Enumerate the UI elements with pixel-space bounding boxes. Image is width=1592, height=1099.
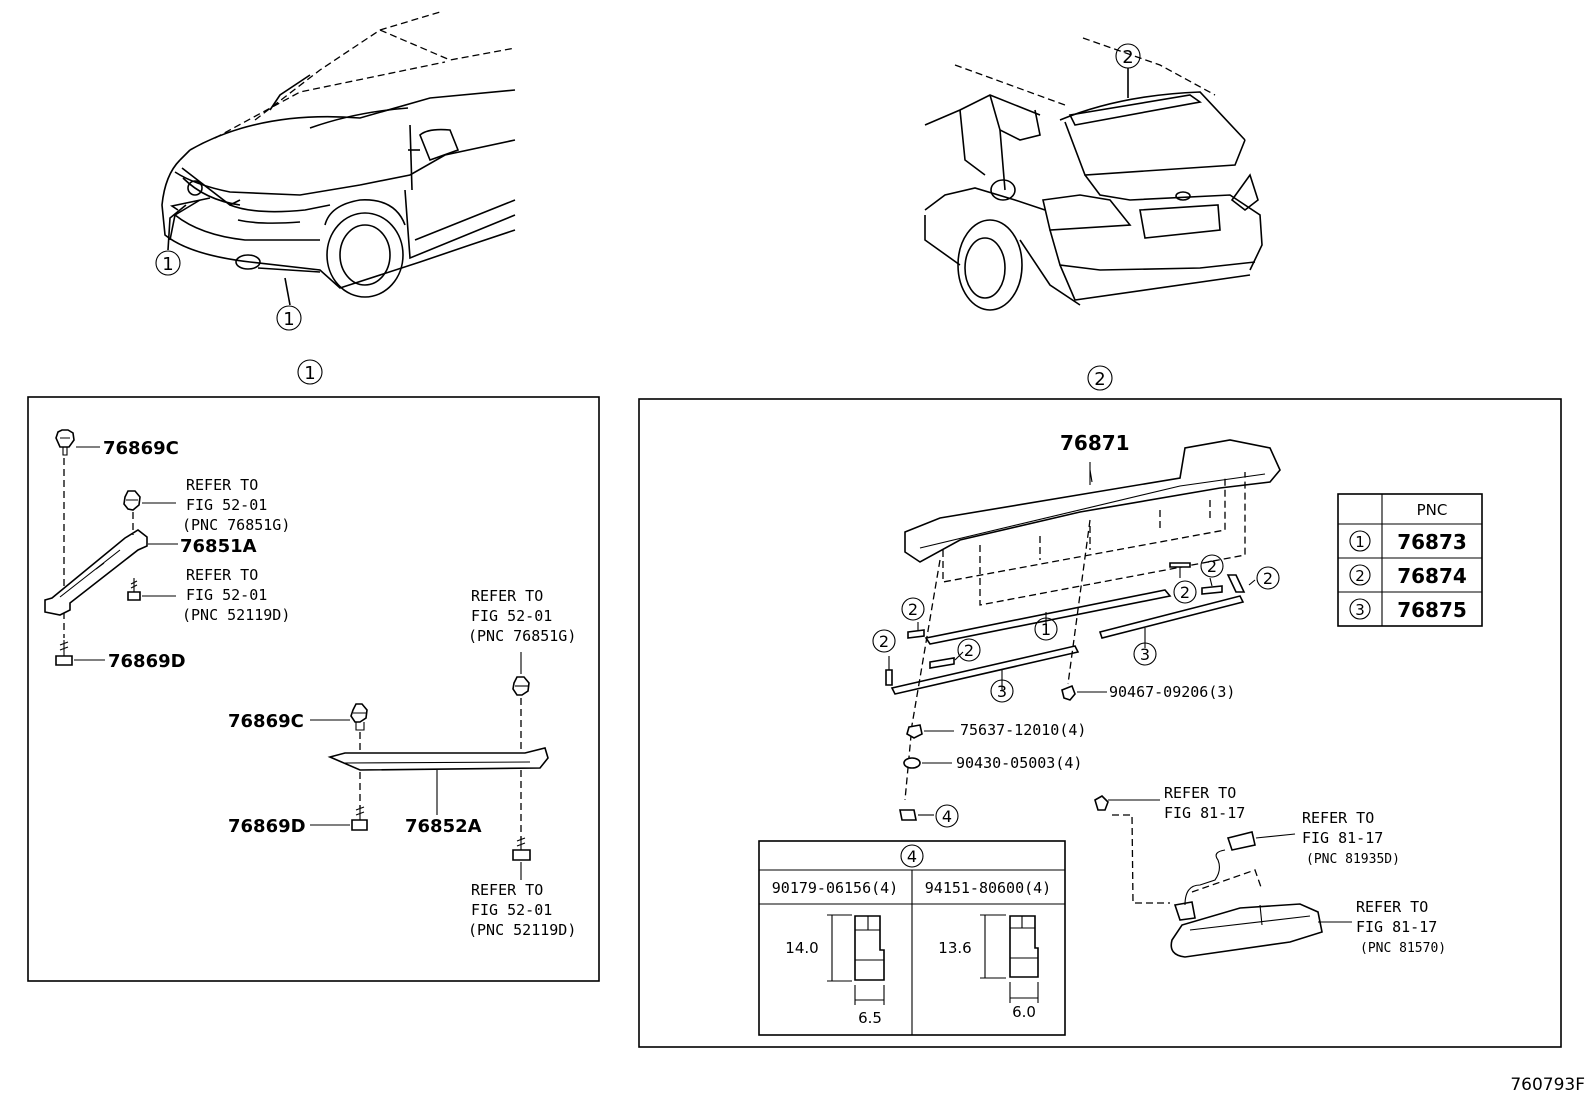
svg-text:1: 1 — [304, 363, 315, 384]
svg-text:FIG 52-01: FIG 52-01 — [186, 496, 267, 514]
svg-text:14.0: 14.0 — [785, 939, 818, 957]
svg-text:13.6: 13.6 — [938, 939, 971, 957]
box1-title: 1 — [297, 359, 323, 385]
svg-text:90179-06156(4): 90179-06156(4) — [772, 879, 898, 897]
svg-text:2: 2 — [1180, 583, 1190, 602]
svg-text:76874: 76874 — [1397, 564, 1467, 588]
label-76869D-mid: 76869D — [228, 816, 306, 837]
svg-text:1: 1 — [1041, 620, 1051, 639]
label-90467: 90467-09206(3) — [1109, 683, 1235, 701]
svg-text:3: 3 — [1140, 645, 1150, 664]
svg-text:76875: 76875 — [1397, 598, 1467, 622]
svg-text:94151-80600(4): 94151-80600(4) — [925, 879, 1051, 897]
svg-text:REFER TO: REFER TO — [1356, 898, 1428, 916]
svg-text:4: 4 — [907, 847, 917, 866]
svg-text:REFER TO: REFER TO — [1164, 784, 1236, 802]
svg-text:1: 1 — [162, 254, 173, 275]
svg-text:6.0: 6.0 — [1012, 1003, 1036, 1021]
svg-text:(PNC 52119D): (PNC 52119D) — [182, 606, 290, 624]
svg-text:(PNC 52119D): (PNC 52119D) — [468, 921, 576, 939]
box1-labels: 76869C REFER TO FIG 52-01 (PNC 76851G) 7… — [103, 438, 576, 939]
svg-text:FIG 81-17: FIG 81-17 — [1356, 918, 1437, 936]
svg-text:6.5: 6.5 — [858, 1009, 882, 1027]
svg-text:REFER TO: REFER TO — [1302, 809, 1374, 827]
svg-text:2: 2 — [879, 632, 889, 651]
label-76869C-top: 76869C — [103, 438, 179, 459]
svg-text:PNC: PNC — [1417, 501, 1448, 519]
svg-text:REFER TO: REFER TO — [186, 476, 258, 494]
svg-text:4: 4 — [942, 807, 952, 826]
svg-text:REFER TO: REFER TO — [471, 587, 543, 605]
svg-text:FIG 81-17: FIG 81-17 — [1164, 804, 1245, 822]
svg-text:REFER TO: REFER TO — [471, 881, 543, 899]
svg-text:2: 2 — [1122, 47, 1133, 68]
svg-text:3: 3 — [1355, 601, 1365, 619]
svg-text:76873: 76873 — [1397, 530, 1467, 554]
svg-text:(PNC 76851G): (PNC 76851G) — [468, 627, 576, 645]
callout-1-right: 1 — [276, 305, 302, 331]
label-76871: 76871 — [1060, 431, 1130, 455]
svg-text:FIG 52-01: FIG 52-01 — [471, 607, 552, 625]
box2-labels: 76871 90467-09206(3) 75637-12010(4) 9043… — [956, 431, 1446, 956]
box1-drawings — [44, 429, 549, 880]
svg-text:FIG 81-17: FIG 81-17 — [1302, 829, 1383, 847]
svg-text:1: 1 — [1355, 533, 1365, 551]
svg-text:2: 2 — [964, 641, 974, 660]
svg-text:2: 2 — [1355, 567, 1365, 585]
box2-drawings — [885, 439, 1352, 958]
box1-frame — [27, 396, 600, 982]
label-75637: 75637-12010(4) — [960, 721, 1086, 739]
pnc-table: PNC 1 76873 2 76874 3 76875 — [1337, 493, 1483, 627]
svg-text:REFER TO: REFER TO — [186, 566, 258, 584]
svg-text:2: 2 — [1207, 557, 1217, 576]
box2-callouts: 1 2 2 2 2 2 2 3 3 4 — [872, 554, 1280, 828]
svg-text:1: 1 — [283, 309, 294, 330]
label-76851A: 76851A — [180, 536, 257, 557]
callout-1-left: 1 — [155, 250, 181, 276]
box2-frame — [638, 398, 1562, 1048]
rear-car-illustration — [924, 37, 1263, 311]
svg-text:FIG 52-01: FIG 52-01 — [471, 901, 552, 919]
svg-text:2: 2 — [1263, 569, 1273, 588]
nut-table: 4 90179-06156(4) 94151-80600(4) 14.0 6.5… — [758, 840, 1066, 1036]
svg-text:3: 3 — [997, 682, 1007, 701]
label-76869C-mid: 76869C — [228, 711, 304, 732]
box2-title: 2 — [1087, 365, 1113, 391]
label-76869D-top: 76869D — [108, 651, 186, 672]
label-90430: 90430-05003(4) — [956, 754, 1082, 772]
label-76852A: 76852A — [405, 816, 482, 837]
svg-text:(PNC 76851G): (PNC 76851G) — [182, 516, 290, 534]
svg-text:2: 2 — [1094, 369, 1105, 390]
svg-text:(PNC 81935D): (PNC 81935D) — [1306, 852, 1400, 867]
diagram-code: 760793F — [1510, 1075, 1585, 1095]
front-car-illustration — [161, 11, 516, 306]
callout-2-top: 2 — [1115, 43, 1141, 69]
svg-text:FIG 52-01: FIG 52-01 — [186, 586, 267, 604]
svg-text:(PNC 81570): (PNC 81570) — [1360, 941, 1446, 956]
svg-text:2: 2 — [908, 600, 918, 619]
